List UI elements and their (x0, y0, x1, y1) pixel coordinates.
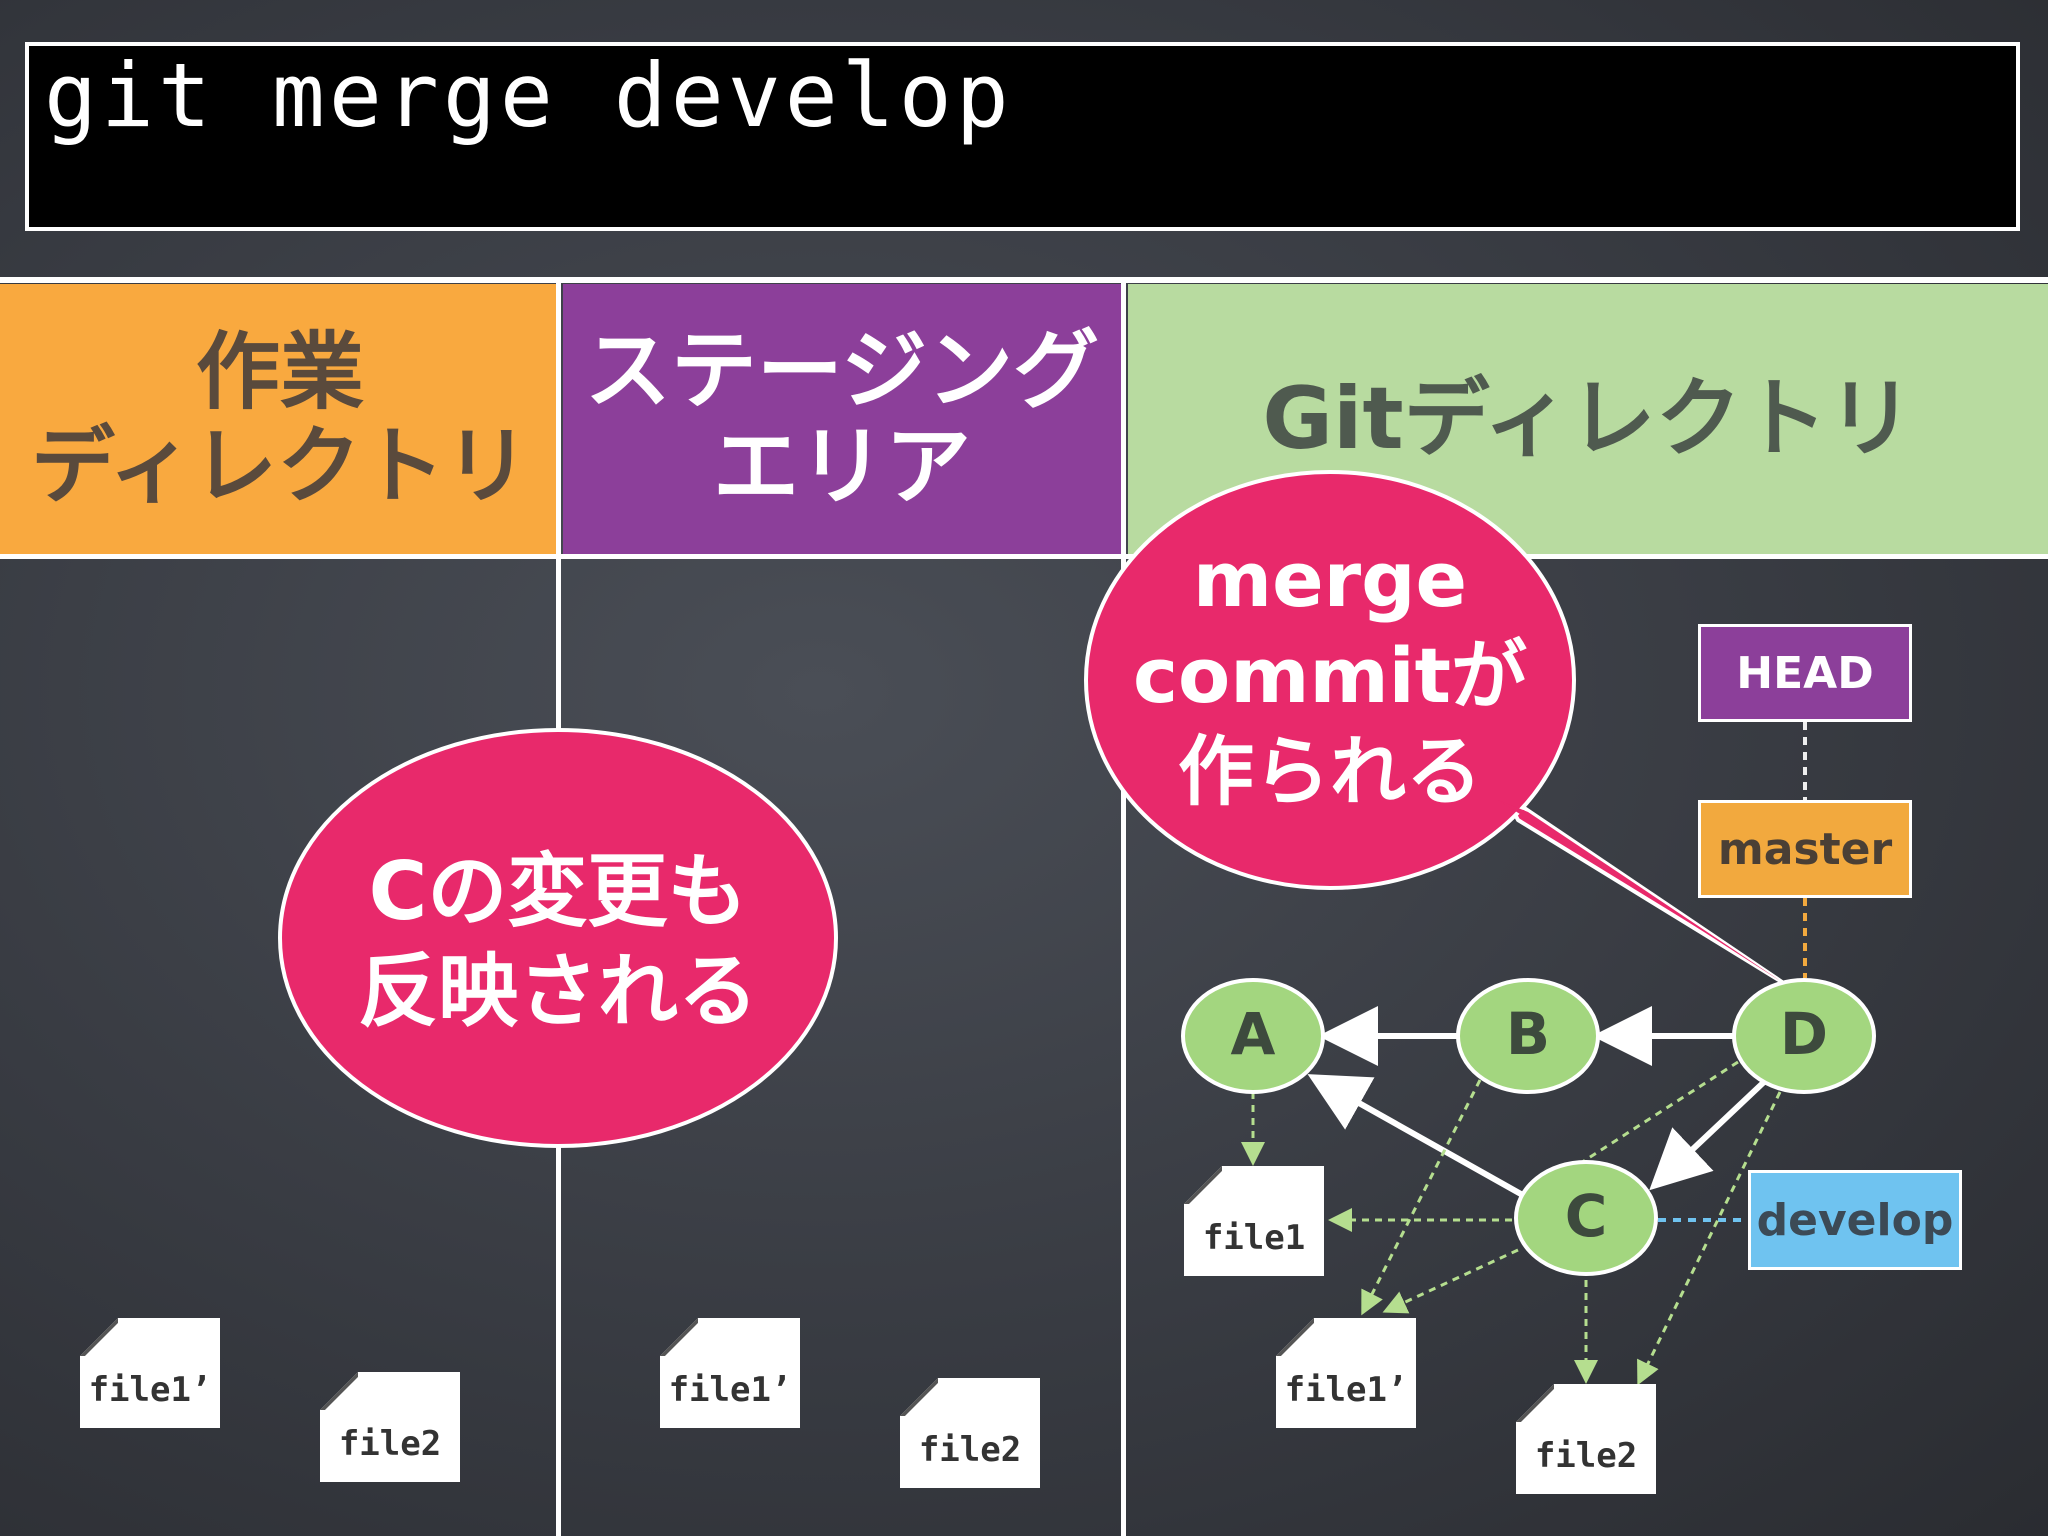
git-file1p[interactable]: file1’ (1276, 1318, 1416, 1428)
work-file1-label: file1’ (88, 1370, 212, 1410)
commit-b[interactable] (1456, 978, 1600, 1094)
command-text: git merge develop (44, 44, 1013, 147)
header-working-line1: 作業 (195, 322, 364, 421)
header-top-rule (0, 277, 2048, 283)
commit-c-label: C (1564, 1182, 1608, 1250)
stage-file1[interactable]: file1’ (660, 1318, 800, 1428)
header-staging-area: ステージング エリア (563, 284, 1121, 554)
commit-d[interactable] (1732, 978, 1876, 1094)
reflect-bubble (278, 728, 838, 1148)
reflect-line1: Cの変更も (368, 845, 748, 938)
git-file1[interactable]: file1 (1184, 1166, 1324, 1276)
reflect-bubble-text: Cの変更も 反映される (318, 842, 798, 1042)
header-working-directory: 作業 ディレクトリ (0, 284, 556, 554)
master-ref-label: master (1717, 823, 1893, 875)
header-working-line2: ディレクトリ (30, 417, 530, 515)
reflect-line2: 反映される (358, 945, 758, 1038)
head-ref[interactable]: HEAD (1698, 624, 1912, 722)
commit-c[interactable] (1514, 1160, 1658, 1276)
git-file2[interactable]: file2 (1516, 1384, 1656, 1494)
work-file2[interactable]: file2 (320, 1372, 460, 1482)
work-file2-label: file2 (338, 1424, 442, 1464)
commit-a-label: A (1230, 1000, 1276, 1068)
command-box (25, 42, 2020, 231)
git-file2-label: file2 (1534, 1436, 1638, 1476)
header-git-line1: Gitディレクトリ (1262, 368, 1914, 469)
ref-b-file1p (1361, 1079, 1482, 1316)
merge-commit-bubble (1084, 470, 1784, 984)
ref-d-file2 (1637, 1091, 1782, 1386)
stage-file2[interactable]: file2 (900, 1378, 1040, 1488)
merge-commit-line1: merge (1192, 535, 1468, 624)
commit-b-label: B (1505, 1000, 1551, 1068)
merge-commit-bubble-text: merge commitが 作られる (1110, 532, 1550, 820)
divider-stage-git (1121, 283, 1126, 1536)
commit-a[interactable] (1181, 978, 1325, 1094)
develop-ref[interactable]: develop (1748, 1170, 1962, 1270)
ref-c-file1p (1382, 1248, 1519, 1314)
merge-commit-line3: 作られる (1178, 727, 1482, 816)
commit-d-label: D (1779, 1000, 1829, 1068)
header-staging-line2: エリア (713, 417, 971, 517)
stage-file1-label: file1’ (668, 1370, 792, 1410)
stage-file2-label: file2 (918, 1430, 1022, 1470)
arrow-d-to-c (1649, 1079, 1767, 1191)
header-bottom-rule (0, 554, 2048, 559)
git-file1-label: file1 (1202, 1218, 1306, 1258)
merge-commit-line2: commitが (1132, 631, 1528, 720)
header-staging-line1: ステージング (584, 320, 1100, 421)
develop-ref-label: develop (1756, 1194, 1954, 1246)
arrow-c-to-a (1307, 1074, 1530, 1201)
head-ref-label: HEAD (1736, 647, 1874, 699)
git-file1p-label: file1’ (1284, 1370, 1408, 1410)
master-ref[interactable]: master (1698, 800, 1912, 898)
